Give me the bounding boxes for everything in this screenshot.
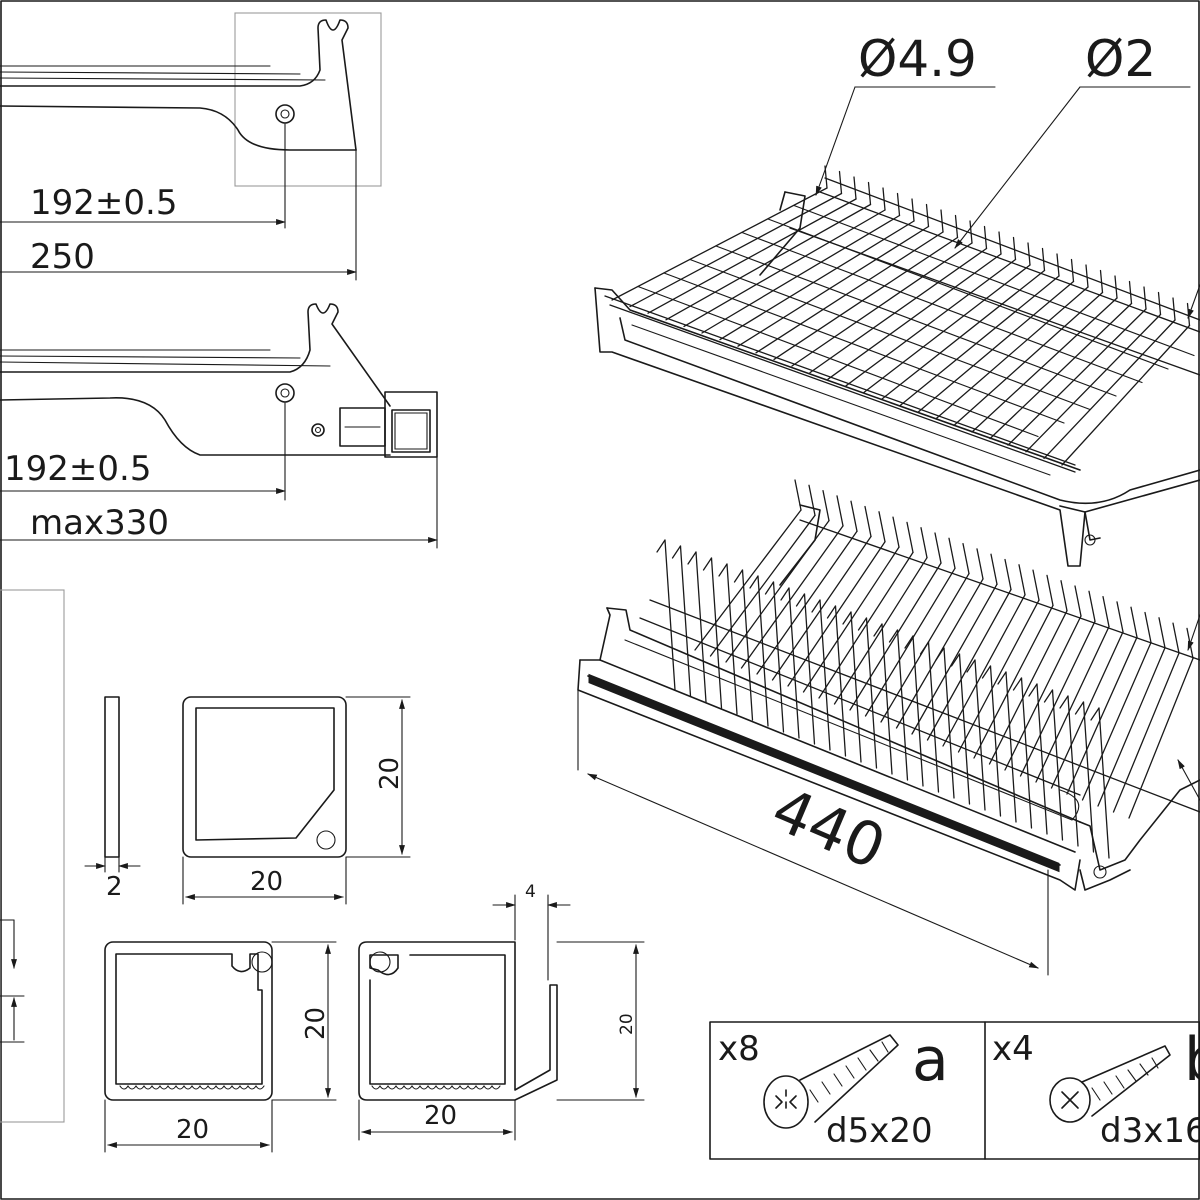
dim-profile-b-width: 20 [176,1115,209,1145]
dim-profile-b-height: 20 [301,1007,331,1040]
profile-a-drawing: 20 20 [182,696,411,905]
hardware-b-letter: b [1184,1025,1200,1095]
hardware-b-size: d3x16 [1100,1111,1200,1151]
dim-bracket-b-hole: 192±0.5 [4,449,151,489]
dim-profile-c-height: 20 [617,1013,637,1035]
dim-profile-a-width: 20 [250,867,283,897]
profile-b-drawing: 20 20 [104,941,337,1153]
dim-profile-c-flange: 4 [525,882,536,902]
screw-b-icon [1049,1045,1171,1123]
top-rack-wires [611,165,1195,466]
bracket-b-drawing: 192±0.5 max330 [0,303,438,549]
bracket-a-drawing: 192±0.5 250 [0,12,382,281]
detail-frame [234,12,382,187]
dim-profile-a-height: 20 [375,757,405,790]
plate-thickness-drawing: 2 [84,696,141,902]
side-profile-partial [0,589,65,1123]
dim-bracket-b-length: max330 [30,503,169,543]
dim-plate-thickness: 2 [106,872,123,902]
bottom-rack-wires [656,479,1194,859]
dim-bracket-a-hole: 192±0.5 [30,183,177,223]
dim-wire-thick: Ø4.9 [858,30,977,88]
hardware-a-count: x8 [718,1029,760,1069]
rack-top-drawing [594,165,1200,567]
hardware-a-size: d5x20 [826,1111,933,1151]
hardware-table: x8 a d5x20 x4 b d3x16 [709,1021,1200,1160]
profile-c-drawing: 4 20 20 [358,882,645,1141]
dim-wire-thin: Ø2 [1085,30,1156,88]
hardware-a-letter: a [912,1025,949,1095]
wire-callouts: Ø4.9 Ø2 [815,30,1200,319]
dim-profile-c-width: 20 [424,1101,457,1131]
rack-bottom-drawing [577,479,1200,891]
screw-a-icon [763,1034,899,1129]
dim-bracket-a-length: 250 [30,237,95,277]
hardware-b-count: x4 [992,1029,1034,1069]
